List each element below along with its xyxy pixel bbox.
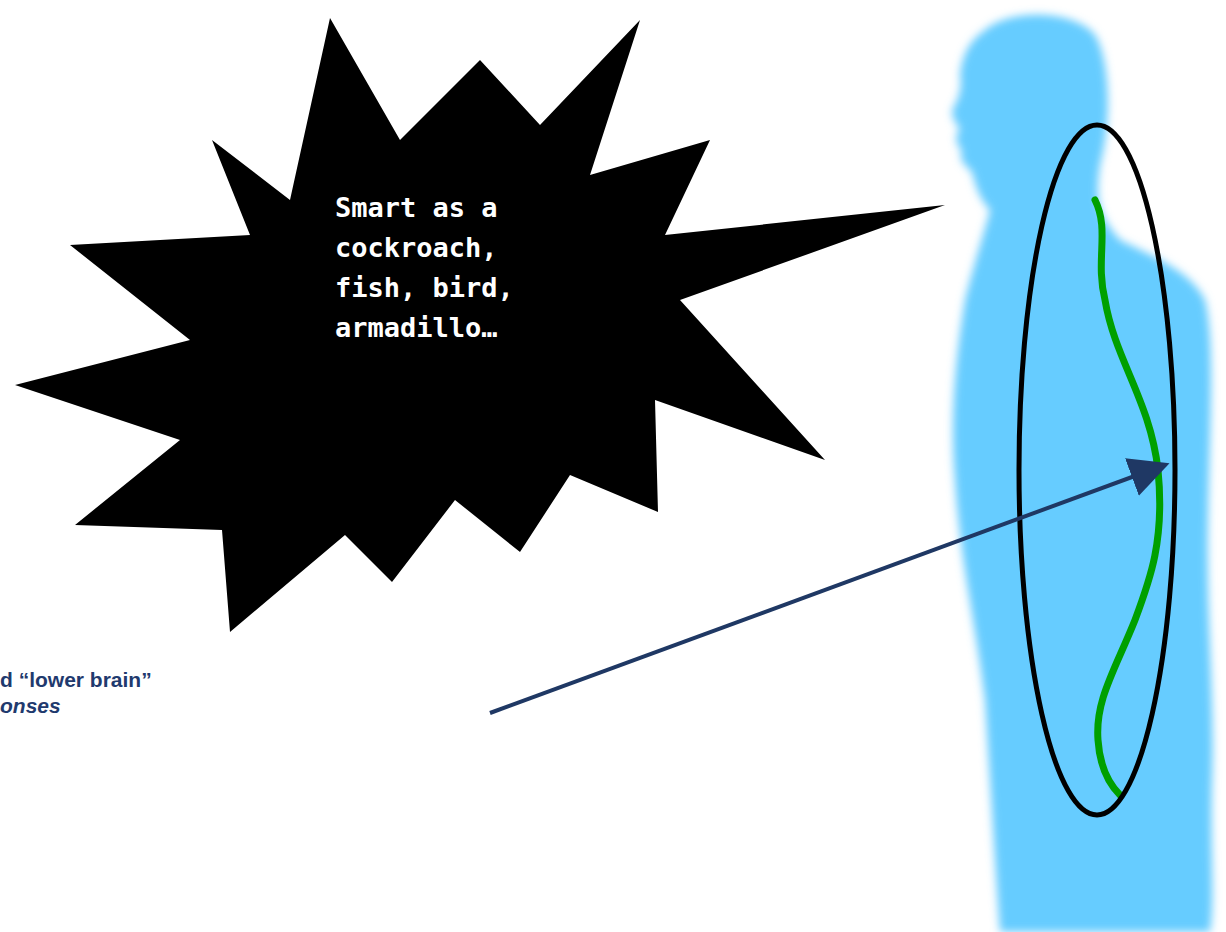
starburst-outline <box>15 18 945 632</box>
caption-label: onses <box>0 694 61 718</box>
caption-label: d “lower brain” <box>0 668 152 692</box>
starburst-bubble: Smart as a cockroach, fish, bird, armadi… <box>0 0 950 640</box>
human-silhouette <box>952 15 1212 932</box>
bubble-text: Smart as a cockroach, fish, bird, armadi… <box>335 188 535 348</box>
spinal-cord <box>1095 200 1160 795</box>
pointer-arrow <box>490 466 1162 713</box>
